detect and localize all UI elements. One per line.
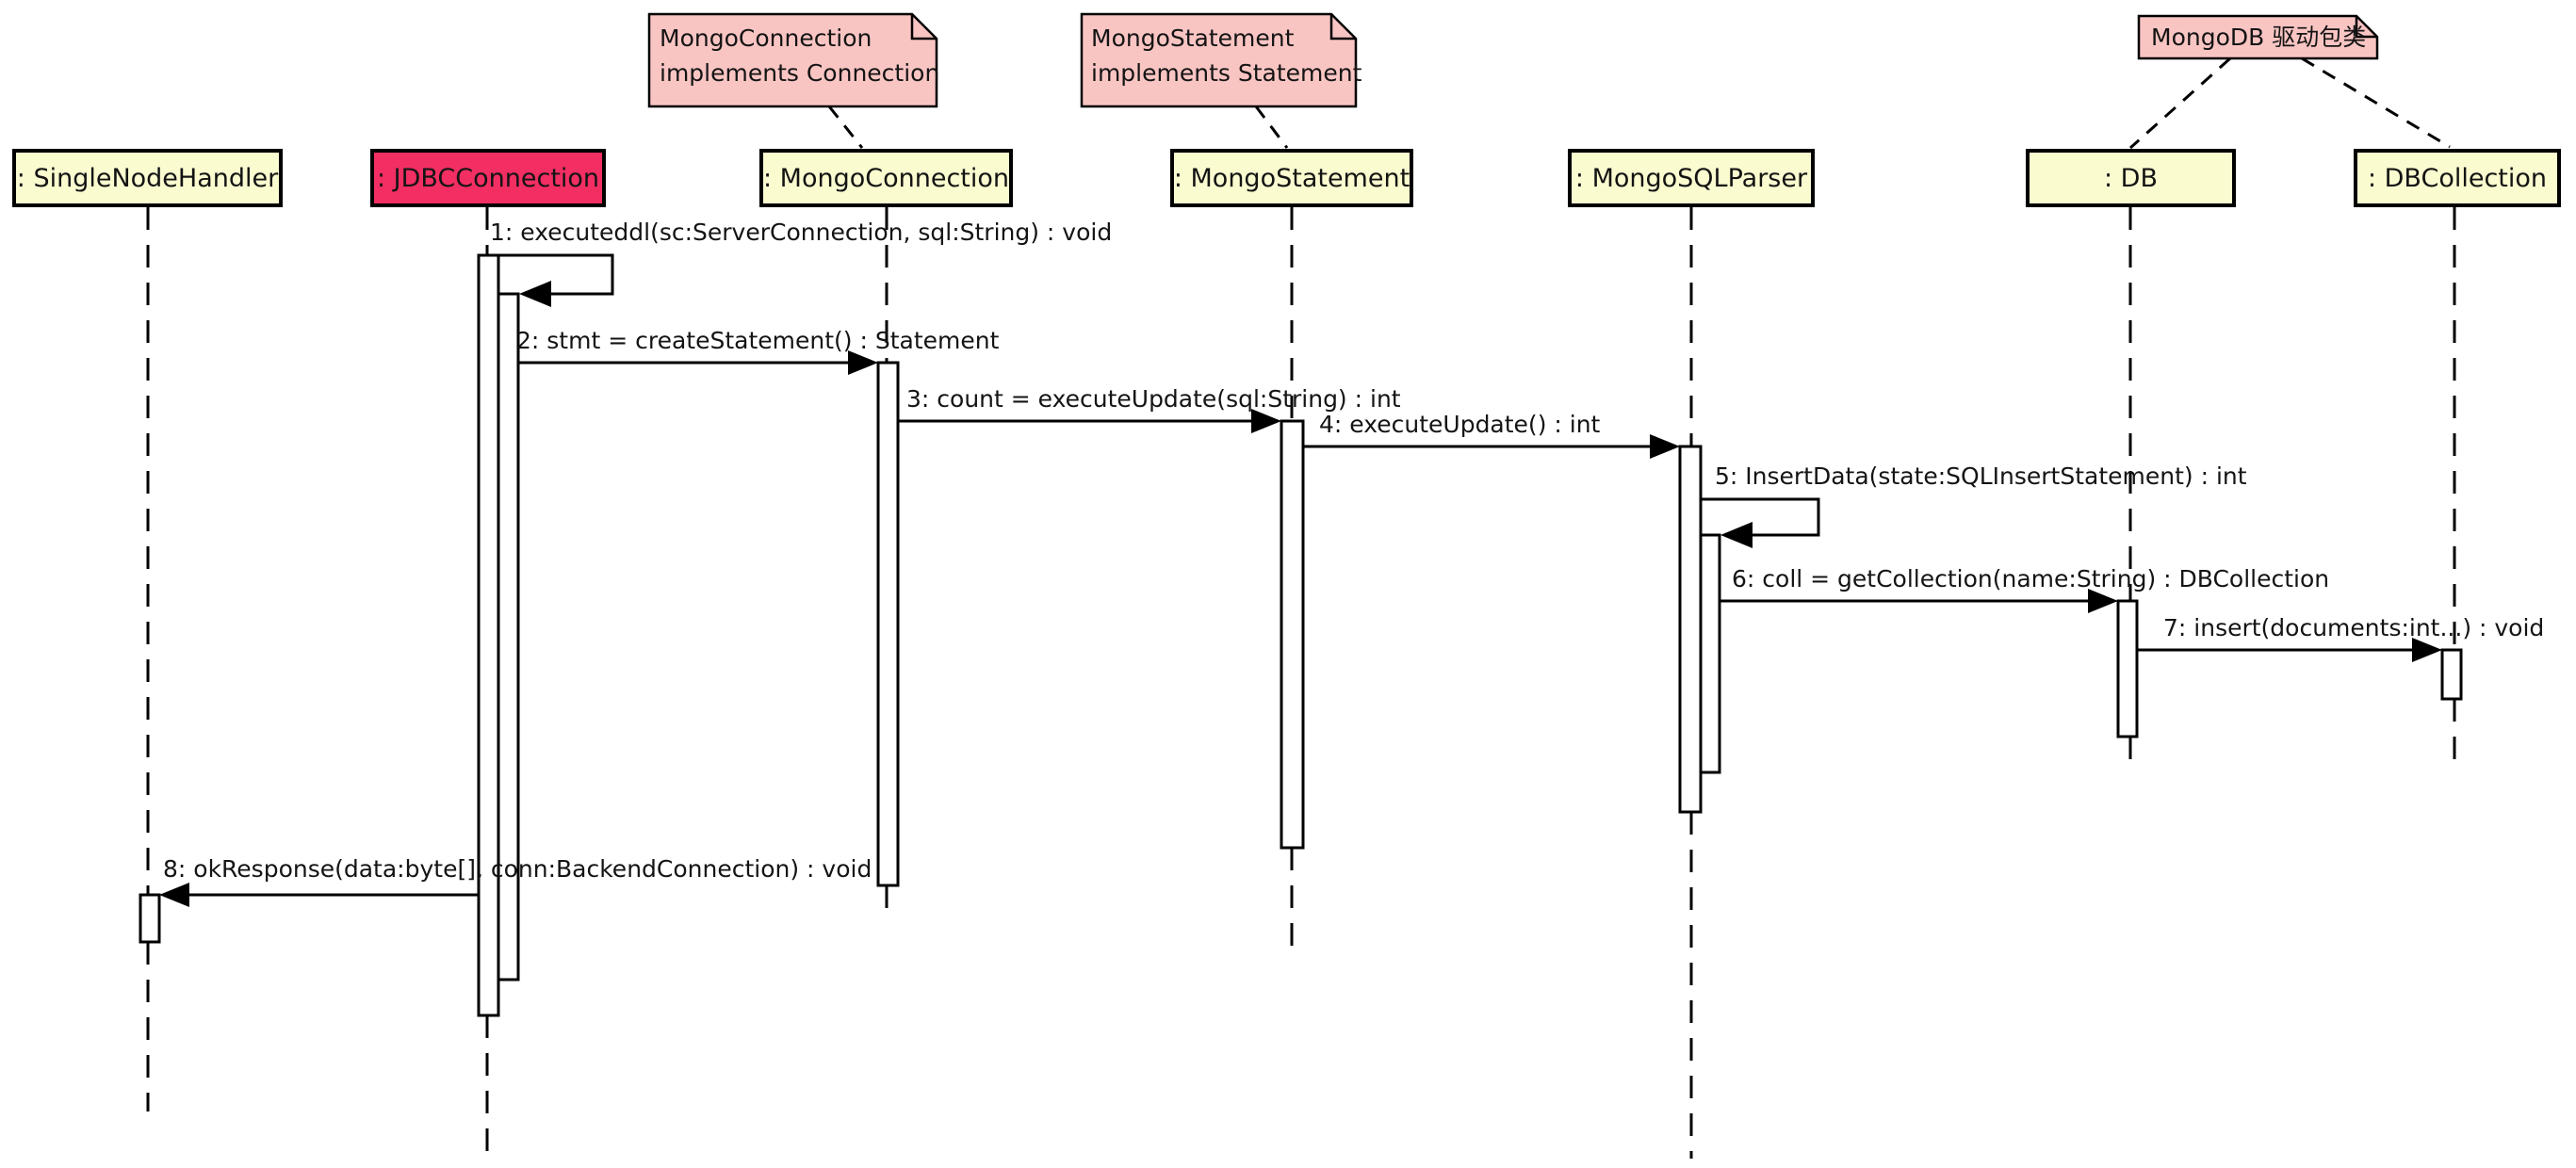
message-label-2: 2: stmt = createStatement() : Statement bbox=[516, 327, 1000, 354]
note-connector-db bbox=[2128, 57, 2232, 150]
activation-bar-mongosqlparser-nested bbox=[1699, 533, 1721, 774]
object-head-db: : DB bbox=[2026, 149, 2236, 207]
arrowhead-right-icon-2 bbox=[848, 350, 878, 375]
activation-bar-dbcollection bbox=[2440, 648, 2463, 701]
message-label-8: 8: okResponse(data:byte[], conn:BackendC… bbox=[163, 855, 872, 883]
arrowhead-right-icon-7 bbox=[2412, 638, 2442, 662]
object-head-mongostatement: : MongoStatement bbox=[1170, 149, 1413, 207]
note-mongodb: MongoDB 驱动包类 bbox=[2151, 22, 2366, 53]
notes-graphics bbox=[647, 12, 2379, 108]
message-arrow-1 bbox=[498, 253, 614, 296]
message-label-7: 7: insert(documents:int...) : void bbox=[2163, 614, 2545, 641]
note-mongodb-body bbox=[2137, 14, 2379, 60]
message-label-6: 6: coll = getCollection(name:String) : D… bbox=[1732, 565, 2330, 592]
note-mongostatement-fold-icon bbox=[1329, 14, 1356, 41]
message-lines bbox=[163, 253, 2438, 897]
note-connector-mongoconnection bbox=[827, 105, 864, 149]
message-label-1: 1: executeddl(sc:ServerConnection, sql:S… bbox=[490, 219, 1113, 246]
activation-bar-mongoconnection bbox=[876, 361, 900, 887]
activation-bar-db bbox=[2116, 599, 2139, 738]
note-mongoconnection-body bbox=[647, 12, 938, 108]
note-line: MongoConnection bbox=[660, 24, 872, 52]
arrowhead-right-icon-3 bbox=[1251, 409, 1281, 433]
message-label-4: 4: executeUpdate() : int bbox=[1319, 411, 1601, 438]
arrowhead-right-icon-4 bbox=[1650, 434, 1680, 459]
object-head-jdbcconnection: : JDBCConnection bbox=[370, 149, 606, 207]
note-mongoconnection-fold-icon bbox=[910, 14, 937, 41]
note-line: implements Connection bbox=[660, 59, 940, 87]
activation-bar-singlenodehandler bbox=[139, 893, 161, 944]
message-label-3: 3: count = executeUpdate(sql:String) : i… bbox=[906, 385, 1401, 413]
object-head-mongoconnection: : MongoConnection bbox=[759, 149, 1013, 207]
note-line: MongoDB 驱动包类 bbox=[2151, 24, 2367, 51]
note-mongostatement-body bbox=[1080, 12, 1358, 108]
object-head-mongosqlparser: : MongoSQLParser bbox=[1568, 149, 1815, 207]
note-mongoconnection: MongoConnection implements Connection bbox=[660, 21, 939, 90]
message-label-5: 5: InsertData(state:SQLInsertStatement) … bbox=[1715, 462, 2247, 490]
activation-bars bbox=[139, 253, 2463, 1017]
activation-bar-jdbcconnection-nested bbox=[497, 292, 520, 981]
note-line: MongoStatement bbox=[1091, 24, 1295, 52]
note-mongostatement: MongoStatement implements Statement bbox=[1091, 21, 1361, 90]
object-head-singlenodehandler: : SingleNodeHandler bbox=[12, 149, 283, 207]
activation-bar-mongosqlparser bbox=[1678, 445, 1703, 814]
arrowhead-left-icon-8 bbox=[159, 883, 189, 907]
activation-bar-mongostatement bbox=[1280, 419, 1305, 850]
note-line: implements Statement bbox=[1091, 59, 1362, 87]
arrowhead-left-icon-1 bbox=[519, 281, 551, 307]
message-arrowheads bbox=[159, 281, 2442, 907]
note-connector-mongostatement bbox=[1254, 105, 1289, 149]
lifelines bbox=[146, 207, 2456, 1159]
object-head-dbcollection: : DBCollection bbox=[2354, 149, 2561, 207]
arrowhead-right-icon-6 bbox=[2088, 589, 2118, 613]
activation-bar-jdbcconnection bbox=[477, 253, 500, 1017]
note-connectors bbox=[827, 57, 2451, 150]
note-connector-dbcollection bbox=[2301, 57, 2451, 149]
message-arrow-5 bbox=[1701, 497, 1820, 537]
arrowhead-left-icon-5 bbox=[1720, 522, 1753, 548]
note-mongodb-fold-icon bbox=[2355, 16, 2377, 39]
